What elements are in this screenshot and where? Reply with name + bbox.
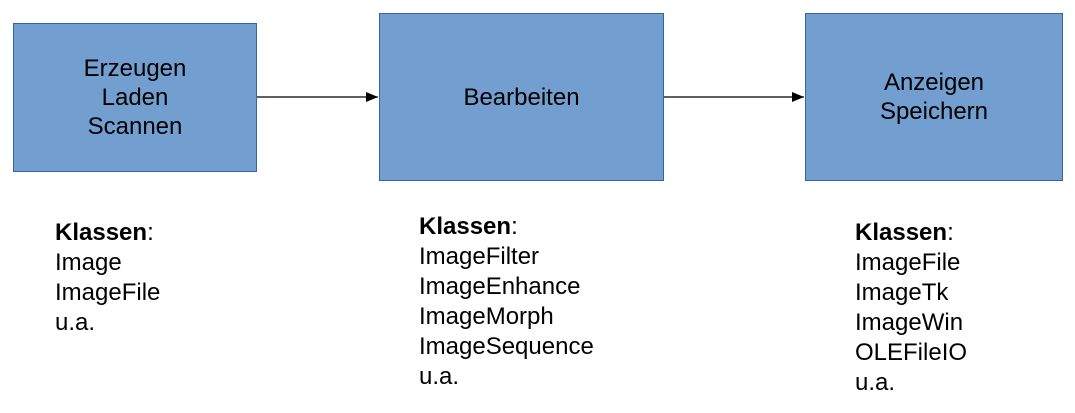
stage-label: Laden xyxy=(101,84,169,111)
class-item: Image xyxy=(55,249,122,276)
class-item: ImageFile xyxy=(855,249,961,276)
classes-heading-colon: : xyxy=(147,219,154,246)
stage-box-show: Anzeigen Speichern xyxy=(805,13,1063,181)
class-item: OLEFileIO xyxy=(855,339,968,366)
classes-list-edit: Klassen: ImageFilter ImageEnhance ImageM… xyxy=(419,212,594,392)
classes-list-create: Klassen: Image ImageFile u.a. xyxy=(55,218,160,338)
classes-heading-colon: : xyxy=(947,219,954,246)
stage-label: Anzeigen xyxy=(883,69,985,96)
classes-heading: Klassen: xyxy=(419,212,594,242)
stage-label: Bearbeiten xyxy=(463,83,580,111)
stage-box-edit: Bearbeiten xyxy=(379,13,664,181)
class-item: u.a. xyxy=(855,369,896,396)
class-item: ImageWin xyxy=(855,309,964,336)
stage-label: Scannen xyxy=(87,113,183,140)
class-item: ImageMorph xyxy=(419,303,554,330)
classes-heading: Klassen: xyxy=(855,218,967,248)
class-item: u.a. xyxy=(55,309,96,336)
class-item: u.a. xyxy=(419,363,460,390)
classes-list-show: Klassen: ImageFile ImageTk ImageWin OLEF… xyxy=(855,218,967,398)
stage-box-create: Erzeugen Laden Scannen xyxy=(13,23,257,172)
class-item: ImageTk xyxy=(855,279,949,306)
class-item: ImageEnhance xyxy=(419,273,581,300)
classes-heading-label: Klassen xyxy=(855,219,948,246)
stage-label: Erzeugen xyxy=(83,55,187,82)
class-item: ImageFile xyxy=(55,279,161,306)
stage-label: Speichern xyxy=(879,98,989,125)
classes-heading-label: Klassen xyxy=(419,213,512,240)
class-item: ImageSequence xyxy=(419,333,594,360)
classes-heading-label: Klassen xyxy=(55,219,148,246)
classes-heading-colon: : xyxy=(511,213,518,240)
class-item: ImageFilter xyxy=(419,243,540,270)
classes-heading: Klassen: xyxy=(55,218,160,248)
